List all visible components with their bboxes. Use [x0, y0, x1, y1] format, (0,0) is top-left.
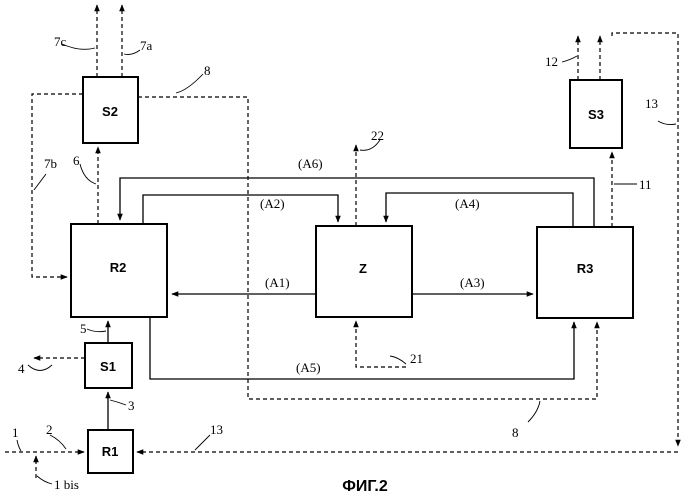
ref-12: 12	[545, 54, 558, 69]
label-a1: (A1)	[265, 275, 290, 290]
leader-1bis	[37, 476, 52, 484]
label-a4: (A4)	[455, 196, 480, 211]
leader-12	[562, 56, 577, 62]
ref-8-top: 8	[204, 63, 211, 78]
box-z: Z	[316, 226, 412, 317]
ref-6: 6	[73, 153, 80, 168]
stream-21-line	[356, 321, 406, 367]
leader-6	[80, 164, 96, 184]
leader-2	[50, 435, 66, 449]
box-s3-label: S3	[588, 107, 604, 122]
box-s1: S1	[85, 343, 132, 388]
box-r2: R2	[71, 224, 167, 317]
box-s2-label: S2	[102, 104, 118, 119]
label-a2: (A2)	[260, 196, 285, 211]
leader-7c	[62, 44, 95, 49]
leader-7a	[124, 50, 140, 55]
leader-3	[110, 400, 126, 405]
stream-a6-line	[120, 178, 594, 227]
leader-21	[390, 356, 406, 364]
box-s2: S2	[83, 77, 138, 143]
label-a3: (A3)	[460, 275, 485, 290]
leader-7b	[34, 174, 46, 190]
leader-1	[17, 440, 21, 451]
ref-21: 21	[410, 351, 423, 366]
ref-2: 2	[46, 422, 53, 437]
leader-5	[87, 329, 106, 332]
ref-7c: 7c	[54, 34, 67, 49]
ref-3: 3	[128, 398, 135, 413]
label-a6: (A6)	[298, 156, 323, 171]
leader-4	[28, 365, 52, 371]
ref-13-right: 13	[645, 96, 658, 111]
box-r2-label: R2	[110, 260, 127, 275]
leader-13-right	[658, 121, 676, 125]
box-s1-label: S1	[100, 359, 116, 374]
box-s3: S3	[570, 80, 622, 148]
stream-a5-line	[150, 317, 574, 379]
box-r3-label: R3	[577, 261, 594, 276]
box-r1-label: R1	[102, 444, 119, 459]
ref-7b: 7b	[44, 156, 57, 171]
ref-4: 4	[18, 361, 25, 376]
ref-1bis: 1 bis	[54, 477, 79, 492]
leader-8-bottom	[528, 401, 540, 422]
leader-8-top	[176, 74, 203, 93]
box-r3: R3	[537, 227, 633, 318]
ref-11: 11	[639, 177, 652, 192]
box-r1: R1	[88, 430, 133, 473]
label-a5: (A5)	[296, 360, 321, 375]
stream-a2-line	[143, 195, 338, 224]
figure-caption: ФИГ.2	[342, 478, 388, 495]
ref-7a: 7a	[140, 38, 153, 53]
ref-5: 5	[80, 321, 87, 336]
ref-22: 22	[371, 128, 384, 143]
ref-13-bottom: 13	[210, 422, 223, 437]
ref-8-bottom: 8	[512, 425, 519, 440]
ref-1: 1	[12, 425, 19, 440]
box-z-label: Z	[359, 261, 367, 276]
leader-13-bottom	[195, 435, 210, 450]
